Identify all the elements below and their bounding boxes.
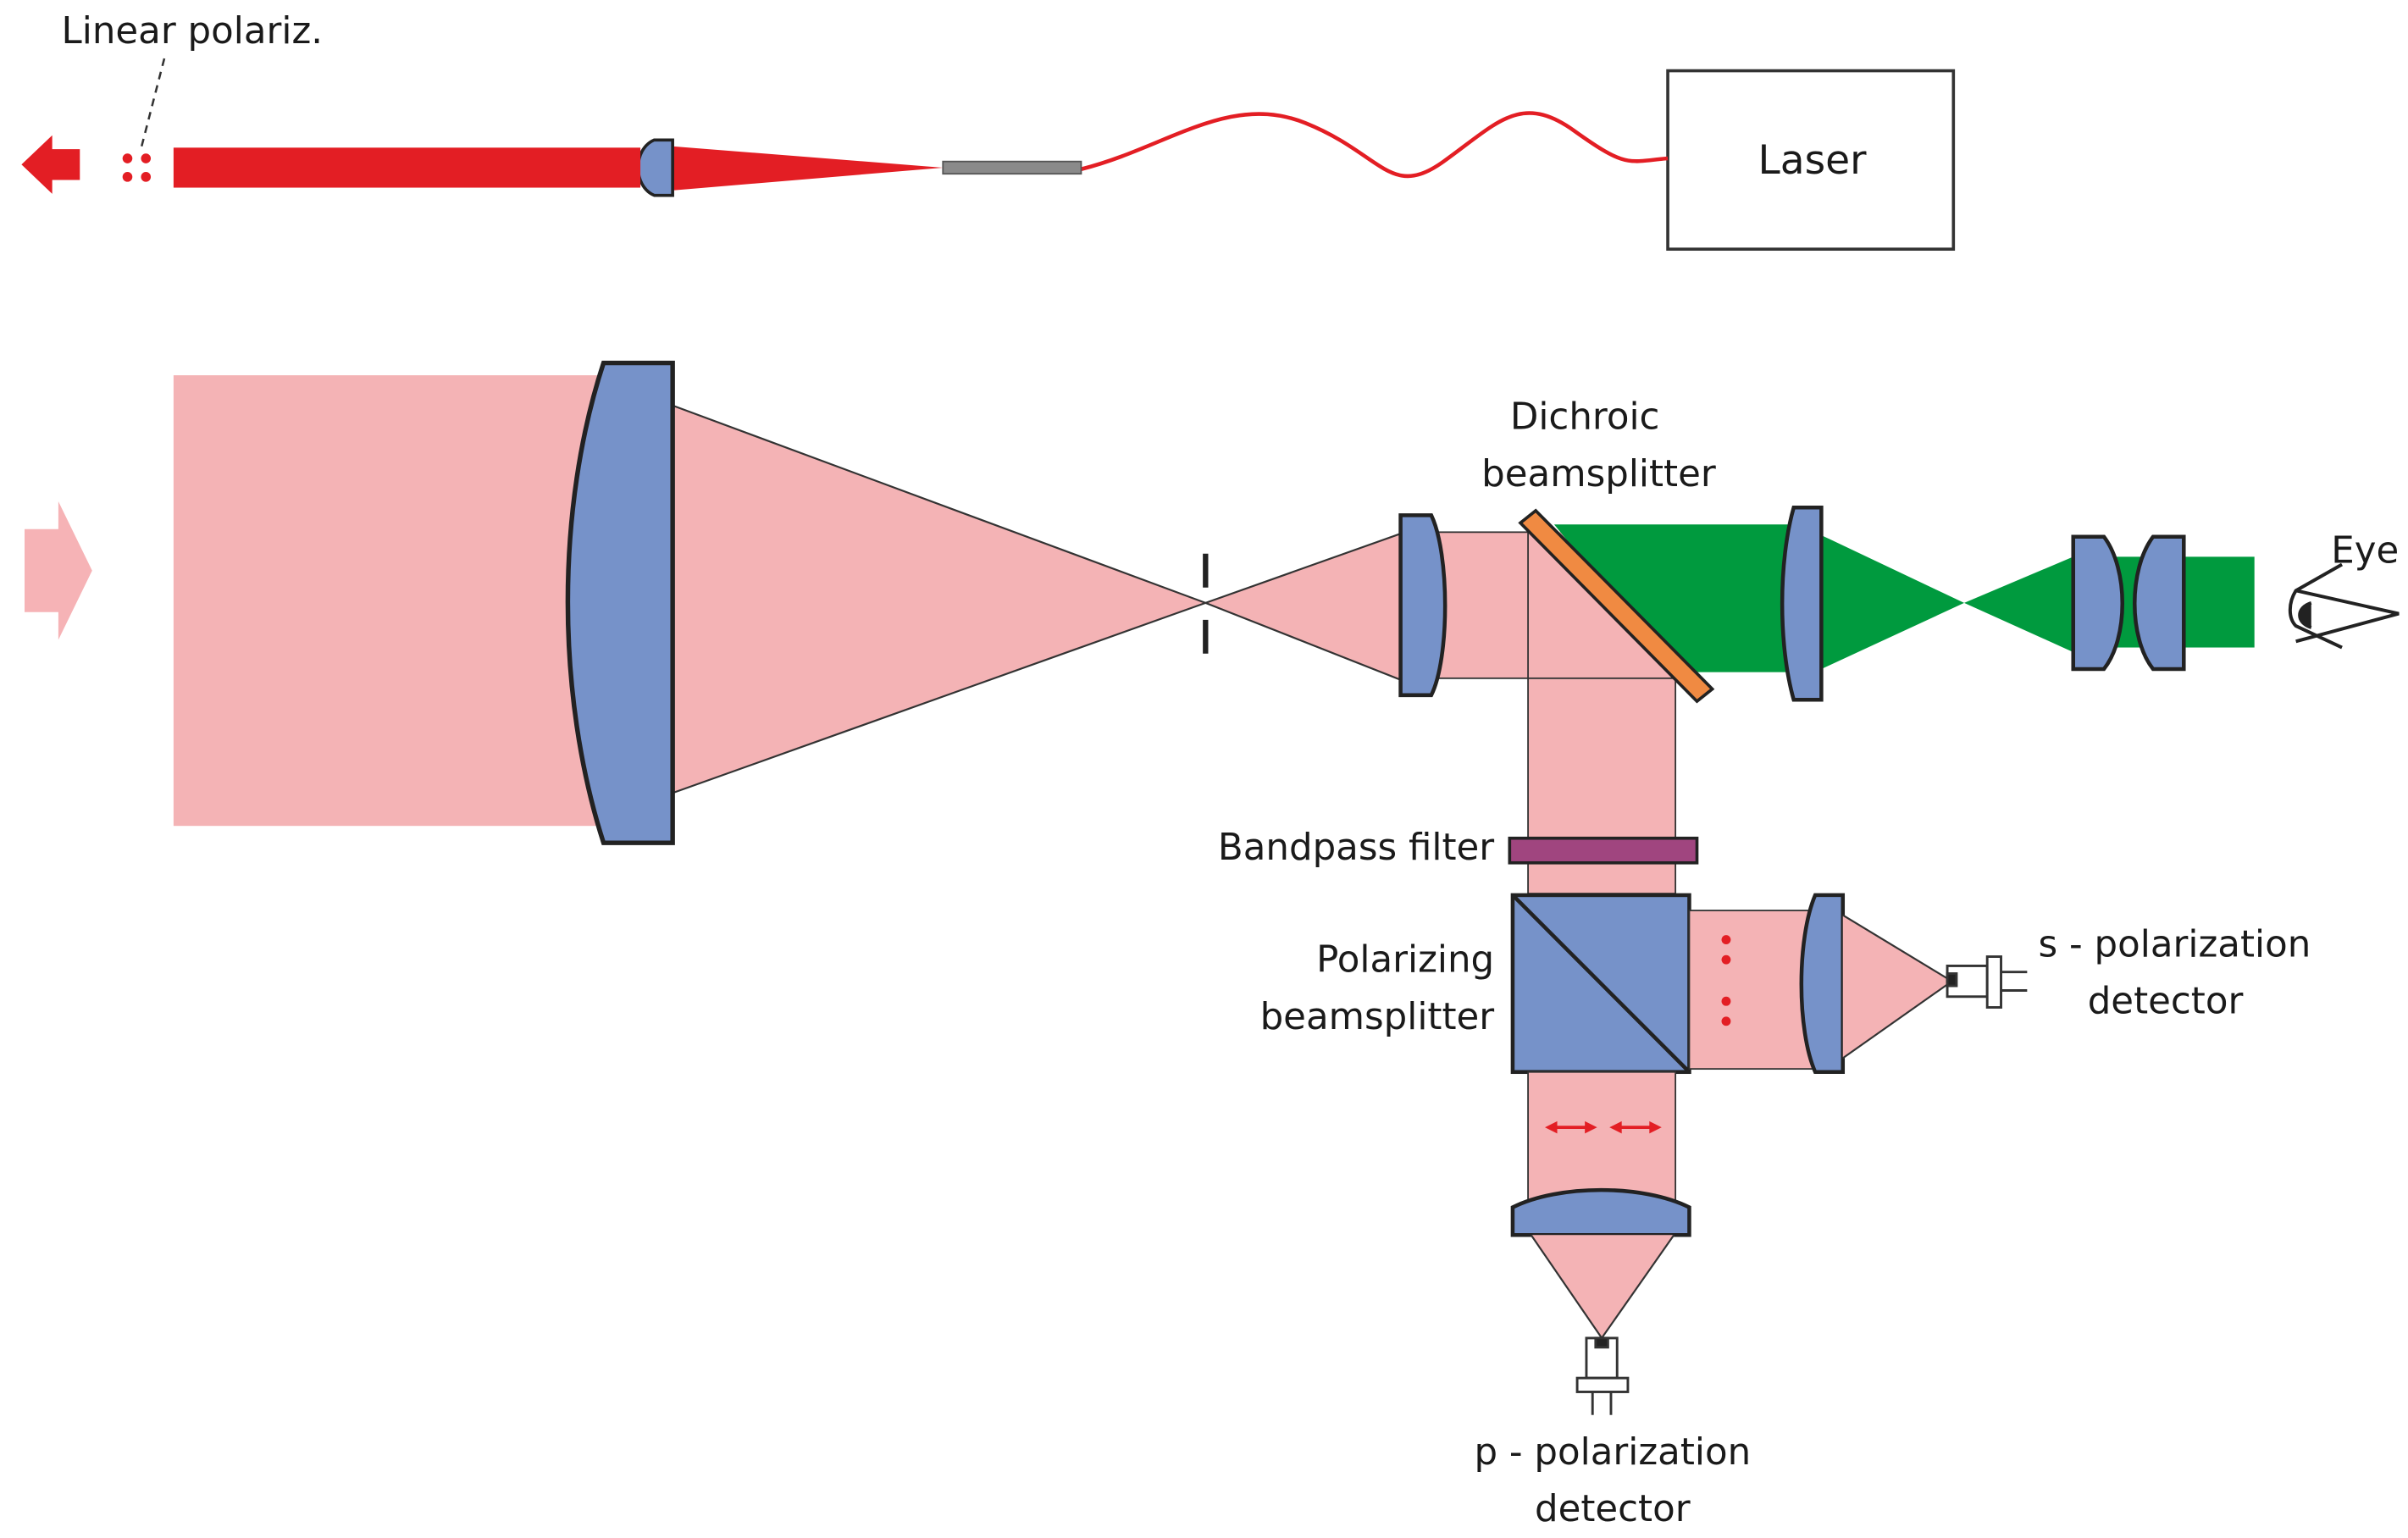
eye-icon (2288, 562, 2400, 650)
relay-lens (1780, 506, 1824, 702)
p-path-beam (1527, 1071, 1677, 1204)
collection-path: Eye Dichroic beamsplitter Bandpass filte… (25, 360, 2400, 1530)
green-beam-to-eye (2180, 556, 2255, 648)
s-pol-label-line1: s - polarization (2039, 924, 2311, 966)
eyepiece-lens-group (2071, 534, 2186, 672)
green-diverging-cone (1964, 556, 2073, 652)
incoming-light-arrow-icon (25, 501, 92, 640)
s-focusing-cone (1842, 915, 1952, 1059)
dichroic-label-line1: Dichroic (1510, 396, 1660, 439)
s-detector-lens (1799, 893, 1846, 1075)
polarizing-label-line1: Polarizing (1316, 939, 1494, 982)
laser-illumination-path: Laser Linear polariz. (21, 10, 1956, 252)
laser-box (1666, 69, 1956, 252)
polarization-dots-top (122, 153, 152, 182)
p-pol-label-line2: detector (1535, 1488, 1691, 1530)
output-arrow-icon (21, 135, 80, 194)
dichroic-label-line2: beamsplitter (1481, 453, 1716, 495)
green-focusing-cone (1821, 534, 1965, 669)
s-pol-label-line2: detector (2088, 981, 2244, 1023)
linear-polariz-label: Linear polariz. (62, 10, 324, 53)
objective-lens (565, 360, 675, 845)
p-photodiode-icon (1575, 1336, 1630, 1415)
optical-fiber (1080, 111, 1669, 179)
collimating-lens-2 (1398, 513, 1448, 698)
s-photodiode-icon (1946, 955, 2028, 1009)
dichroic-mirror (1518, 508, 1715, 704)
focusing-cone (645, 395, 1206, 803)
collimating-lens-small (636, 138, 674, 197)
p-focusing-cone (1531, 1235, 1675, 1338)
s-polarization-dots (1721, 935, 1731, 1026)
laser-label: Laser (1758, 137, 1867, 184)
incoming-beam (173, 375, 613, 827)
s-path-beam (1688, 910, 1817, 1071)
p-polarization-arrows (1545, 1120, 1662, 1134)
polarizing-label-line2: beamsplitter (1260, 996, 1495, 1038)
collimated-laser-beam (173, 147, 641, 188)
p-detector-lens (1510, 1187, 1691, 1237)
fiber-ferrule (942, 160, 1082, 175)
polarization-leader-line (140, 58, 166, 148)
eye-label: Eye (2331, 530, 2399, 573)
green-beam-to-eyepiece (1553, 524, 1794, 672)
diverging-laser-cone (669, 146, 944, 191)
p-pol-label-line1: p - polarization (1474, 1431, 1751, 1474)
bandpass-filter (1508, 836, 1699, 865)
bandpass-label: Bandpass filter (1218, 827, 1494, 869)
diverging-cone (1205, 534, 1401, 680)
